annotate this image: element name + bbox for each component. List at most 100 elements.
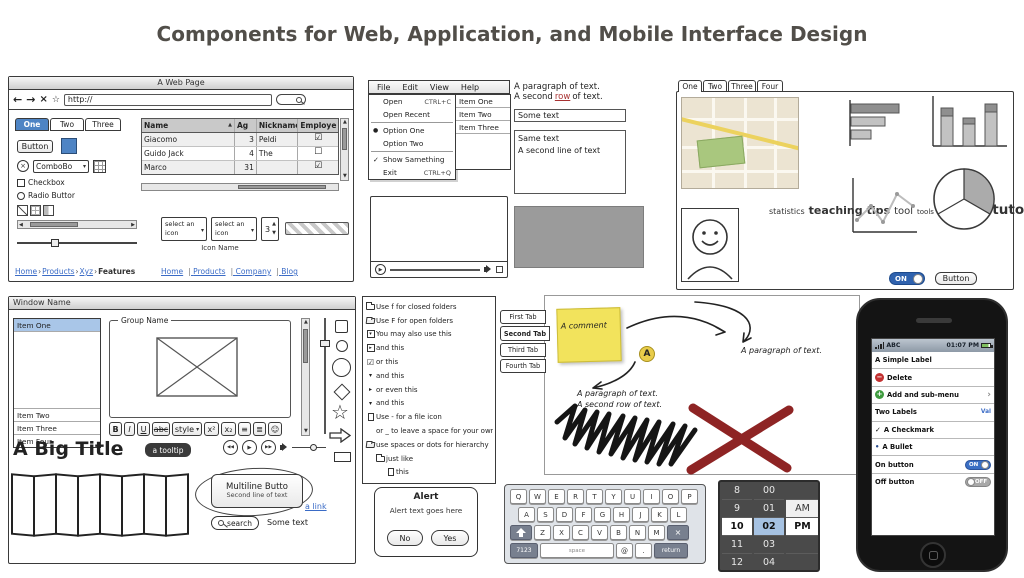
- clear-icon[interactable]: ×: [17, 160, 29, 172]
- tree-item[interactable]: use spaces or dots for hierarchy: [365, 438, 493, 452]
- icon-select-1[interactable]: select an icon ▾: [161, 217, 207, 241]
- tree-item[interactable]: ▸or even this: [365, 383, 493, 397]
- cell-employee-checkbox[interactable]: ☑: [314, 133, 323, 143]
- keyboard-key[interactable]: F: [575, 507, 592, 522]
- video-progress[interactable]: [390, 268, 480, 271]
- keyboard-key[interactable]: O: [662, 489, 679, 504]
- keyboard-key[interactable]: D: [556, 507, 573, 522]
- tab-four[interactable]: Four: [757, 80, 783, 92]
- tree-item[interactable]: just like: [365, 452, 493, 466]
- home-button[interactable]: [920, 542, 946, 568]
- keyboard-key[interactable]: B: [610, 525, 627, 540]
- picker-cell[interactable]: 12: [722, 554, 752, 570]
- numbers-key[interactable]: 7123: [510, 543, 538, 558]
- phone-list-row[interactable]: Off button OFF: [872, 473, 994, 492]
- color-swatch[interactable]: [61, 138, 77, 154]
- grid-icon[interactable]: [30, 205, 41, 216]
- combobox[interactable]: ComboBo ▾: [33, 160, 89, 173]
- nav-link[interactable]: Company: [231, 267, 272, 276]
- superscript-button[interactable]: x²: [204, 422, 219, 436]
- carousel-item[interactable]: [165, 473, 189, 537]
- tab-third[interactable]: Third Tab: [500, 343, 546, 357]
- cell-employee-checkbox[interactable]: ☐: [314, 147, 323, 157]
- picker-cell[interactable]: 04: [754, 554, 784, 570]
- style-dropdown[interactable]: style▾: [172, 422, 202, 436]
- browser-search-input[interactable]: [275, 94, 306, 105]
- volume-icon[interactable]: [484, 265, 491, 273]
- keyboard-key[interactable]: Z: [534, 525, 551, 540]
- carousel-item[interactable]: [11, 473, 35, 537]
- phone-list-row[interactable]: A Simple Label: [872, 352, 994, 370]
- keyboard-key[interactable]: A: [518, 507, 535, 522]
- calendar-icon[interactable]: [93, 160, 106, 173]
- menu-view[interactable]: View: [429, 82, 449, 92]
- picker-cell-selected[interactable]: 02: [754, 518, 784, 536]
- tab-one[interactable]: One: [678, 80, 702, 92]
- keyboard-key[interactable]: P: [681, 489, 698, 504]
- toggle-on[interactable]: ON: [889, 272, 925, 285]
- numbered-list-icon[interactable]: ≣: [253, 422, 266, 436]
- checkbox-row[interactable]: Checkbox: [17, 178, 65, 187]
- list-item[interactable]: Item Two: [14, 408, 100, 421]
- menu-item[interactable]: ●Option One: [369, 124, 455, 137]
- menu-item[interactable]: Option Two: [369, 137, 455, 150]
- hours-column[interactable]: 8 9 10 11 12: [722, 482, 752, 570]
- tree-item[interactable]: this: [365, 466, 493, 480]
- scrollbar-thumb[interactable]: [238, 185, 326, 189]
- keyboard-key[interactable]: W: [529, 489, 546, 504]
- pencil-icon[interactable]: [17, 205, 28, 216]
- tag-link[interactable]: tutorial: [992, 202, 1024, 218]
- carousel-item[interactable]: [77, 473, 101, 537]
- phone-list-row[interactable]: Two Labels Val: [872, 404, 994, 422]
- toggle-on[interactable]: ON: [965, 459, 991, 470]
- tag-link[interactable]: teaching: [808, 204, 863, 217]
- phone-list-row[interactable]: ✓ A Checkmark: [872, 421, 994, 439]
- scroll-down-icon[interactable]: ▼: [304, 428, 308, 434]
- menu-file[interactable]: File: [377, 82, 391, 92]
- return-key[interactable]: return: [654, 543, 688, 558]
- scroll-up-icon[interactable]: ▲: [343, 119, 347, 125]
- close-icon[interactable]: ×: [39, 94, 48, 105]
- list-item[interactable]: Item Four: [14, 434, 100, 447]
- nav-link[interactable]: Blog: [276, 267, 298, 276]
- tab-first[interactable]: First Tab: [500, 310, 546, 324]
- picker-cell[interactable]: [786, 536, 818, 554]
- volume-handle[interactable]: [310, 443, 317, 451]
- scrollbar-thumb[interactable]: [303, 329, 308, 363]
- phone-list-row[interactable]: + Add and sub-menu ›: [872, 386, 994, 405]
- column-header[interactable]: Employe: [298, 119, 338, 132]
- button[interactable]: Button: [17, 140, 53, 153]
- phone-list-row[interactable]: On button ON: [872, 456, 994, 474]
- breadcrumb-link[interactable]: Products: [42, 267, 79, 276]
- tree-item[interactable]: Use F for open folders: [365, 314, 493, 328]
- phone-list-row[interactable]: • A Bullet: [872, 438, 994, 457]
- fullscreen-icon[interactable]: [496, 266, 503, 273]
- toggle-off[interactable]: OFF: [965, 477, 991, 488]
- half-icon[interactable]: [43, 205, 54, 216]
- breadcrumb-link[interactable]: Xyz: [80, 267, 99, 276]
- stepper-down-icon[interactable]: ▼: [272, 230, 276, 236]
- picker-cell[interactable]: 01: [754, 500, 784, 518]
- star-icon[interactable]: ☆: [51, 94, 60, 105]
- subscript-button[interactable]: x₂: [221, 422, 236, 436]
- scroll-left-icon[interactable]: ◀: [19, 222, 23, 228]
- ampm-column[interactable]: AM PM: [786, 482, 818, 570]
- multiline-button[interactable]: Multiline Butto Second line of text: [211, 474, 303, 508]
- tag-link[interactable]: statistics: [769, 207, 805, 216]
- tab-second[interactable]: Second Tab: [500, 326, 550, 341]
- column-header[interactable]: Nickname: [257, 119, 299, 132]
- button[interactable]: Button: [935, 272, 977, 285]
- table-row[interactable]: Giacomo 3 Peldi ☑: [142, 133, 338, 147]
- slider-handle[interactable]: [320, 340, 330, 347]
- keyboard-key[interactable]: T: [586, 489, 603, 504]
- column-header[interactable]: Name▲: [142, 119, 235, 132]
- strikethrough-button[interactable]: abc: [152, 422, 170, 436]
- rewind-icon[interactable]: ◀◀: [223, 440, 238, 455]
- textarea[interactable]: Same text A second line of text: [514, 130, 626, 194]
- table-row[interactable]: Guido Jack 4 The ☐: [142, 147, 338, 161]
- keyboard-key[interactable]: U: [624, 489, 641, 504]
- list-item[interactable]: Item Two: [456, 108, 510, 121]
- picker-cell-selected[interactable]: PM: [786, 518, 818, 536]
- delete-minus-icon[interactable]: −: [875, 373, 884, 383]
- tree-item[interactable]: Use - for a file icon: [365, 410, 493, 424]
